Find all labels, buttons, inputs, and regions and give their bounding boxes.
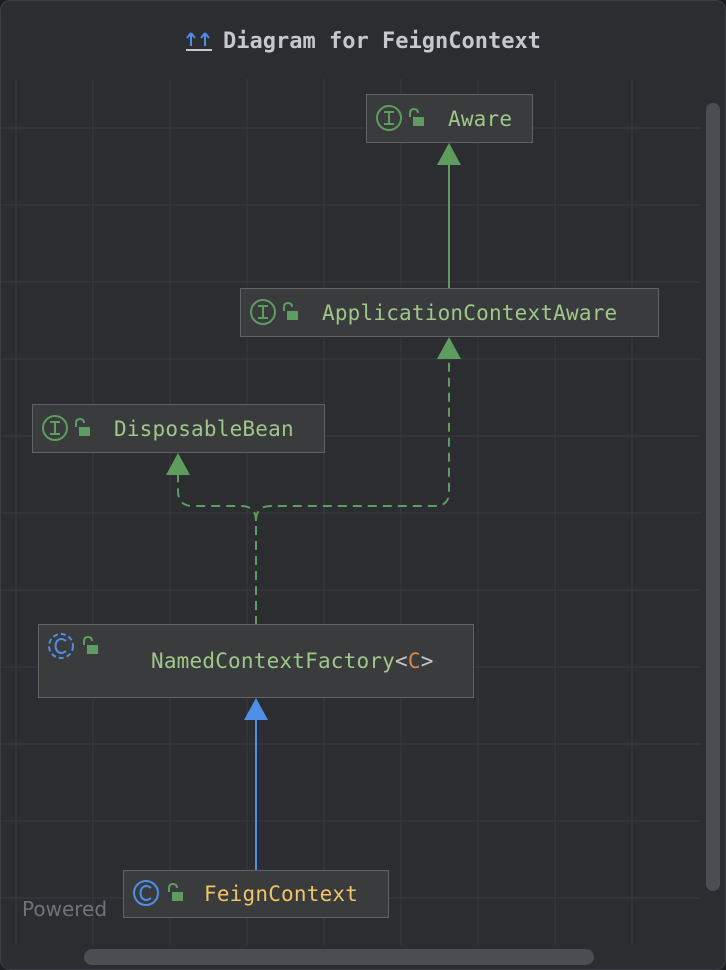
powered-by-label: Powered [22, 897, 108, 921]
public-lock-icon [75, 418, 90, 436]
public-lock-icon [409, 108, 424, 126]
node-label: ApplicationContextAware [322, 300, 618, 325]
interface-icon [42, 415, 68, 441]
edges [166, 143, 461, 870]
node-aware[interactable]: Aware [366, 94, 533, 143]
arrowhead-application-context-aware [437, 337, 461, 359]
type-param: C [407, 649, 421, 673]
arrowhead-aware [437, 143, 461, 165]
diagram-title: Diagram for FeignContext [223, 28, 541, 54]
interface-icon [250, 299, 276, 325]
node-application-context-aware[interactable]: ApplicationContextAware [240, 288, 659, 337]
arrowhead-disposable-bean [166, 453, 190, 475]
public-lock-icon [83, 636, 98, 654]
node-label: FeignContext [204, 882, 359, 906]
title-bar: Diagram for FeignContext [1, 1, 725, 81]
class-icon [133, 880, 159, 906]
node-disposable-bean[interactable]: DisposableBean [32, 404, 325, 453]
grid [1, 79, 701, 945]
class-name: NamedContextFactory [151, 649, 396, 673]
horizontal-scrollbar[interactable] [84, 949, 594, 965]
public-lock-icon [283, 302, 298, 320]
node-label: DisposableBean [114, 416, 294, 441]
type-open: < [395, 649, 408, 673]
interface-icon [376, 105, 402, 131]
type-close: > [420, 649, 434, 673]
abstract-class-icon [48, 633, 74, 659]
edge-named-context-factory-to-disposable-bean [177, 475, 257, 522]
node-named-context-factory[interactable]: NamedContextFactory<C> [38, 624, 474, 698]
node-feign-context[interactable]: FeignContext [123, 870, 389, 918]
public-lock-icon [168, 883, 183, 901]
edge-named-context-factory-to-application-context-aware [255, 359, 450, 625]
node-label: NamedContextFactory<C> [151, 649, 434, 673]
node-label: Aware [448, 106, 513, 131]
hierarchy-up-icon [186, 32, 213, 51]
vertical-scrollbar[interactable] [706, 103, 720, 891]
arrowhead-named-context-factory [244, 698, 268, 720]
